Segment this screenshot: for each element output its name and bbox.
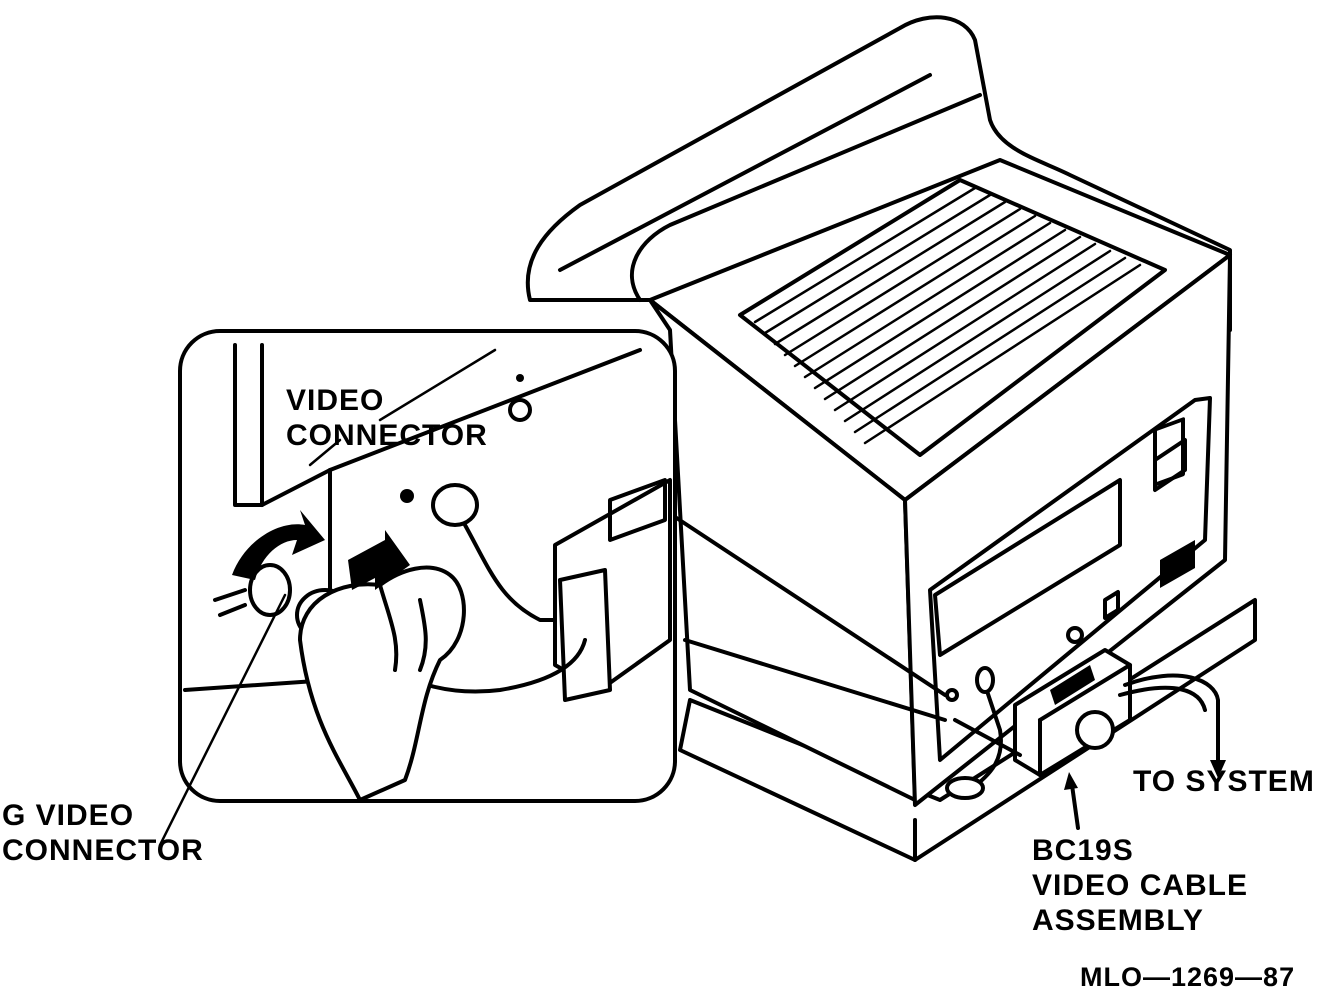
- to-system-label: TO SYSTEM: [1133, 765, 1315, 798]
- g-video-connector-label-line1: G VIDEO: [2, 799, 135, 832]
- cable-assembly-box: [1013, 648, 1132, 777]
- video-connector-label: VIDEO CONNECTOR: [286, 383, 488, 453]
- rotate-arrow-icon: [232, 510, 325, 580]
- cable-plug: [431, 483, 479, 527]
- monitor-side: [648, 298, 917, 802]
- vent-grille: [738, 178, 1167, 457]
- cable-assembly-label-line2: VIDEO CABLE: [1032, 869, 1249, 902]
- monitor-base: [678, 598, 1257, 862]
- leader-video-connector: [378, 348, 497, 422]
- video-connector-label-line2: CONNECTOR: [286, 419, 488, 452]
- g-video-connector-label: G VIDEO CONNECTOR: [2, 798, 204, 868]
- cable-assembly-label-line1: BC19S: [1032, 834, 1134, 867]
- leader-g-video-connector: [158, 593, 287, 847]
- inset-detail: [158, 343, 672, 847]
- cable-assembly-label-line3: ASSEMBLY: [1032, 904, 1204, 937]
- cable-assembly-label: BC19S VIDEO CABLE ASSEMBLY: [1032, 833, 1248, 938]
- figure-id: MLO—1269—87: [1080, 962, 1296, 992]
- g-video-connector-label-line2: CONNECTOR: [2, 834, 204, 867]
- video-connector-label-line1: VIDEO: [286, 384, 385, 417]
- cable-to-system: [1123, 673, 1220, 722]
- push-arrow-icon: [348, 530, 410, 590]
- down-arrow-icon: [1210, 760, 1226, 778]
- up-arrow-icon: [1064, 772, 1078, 790]
